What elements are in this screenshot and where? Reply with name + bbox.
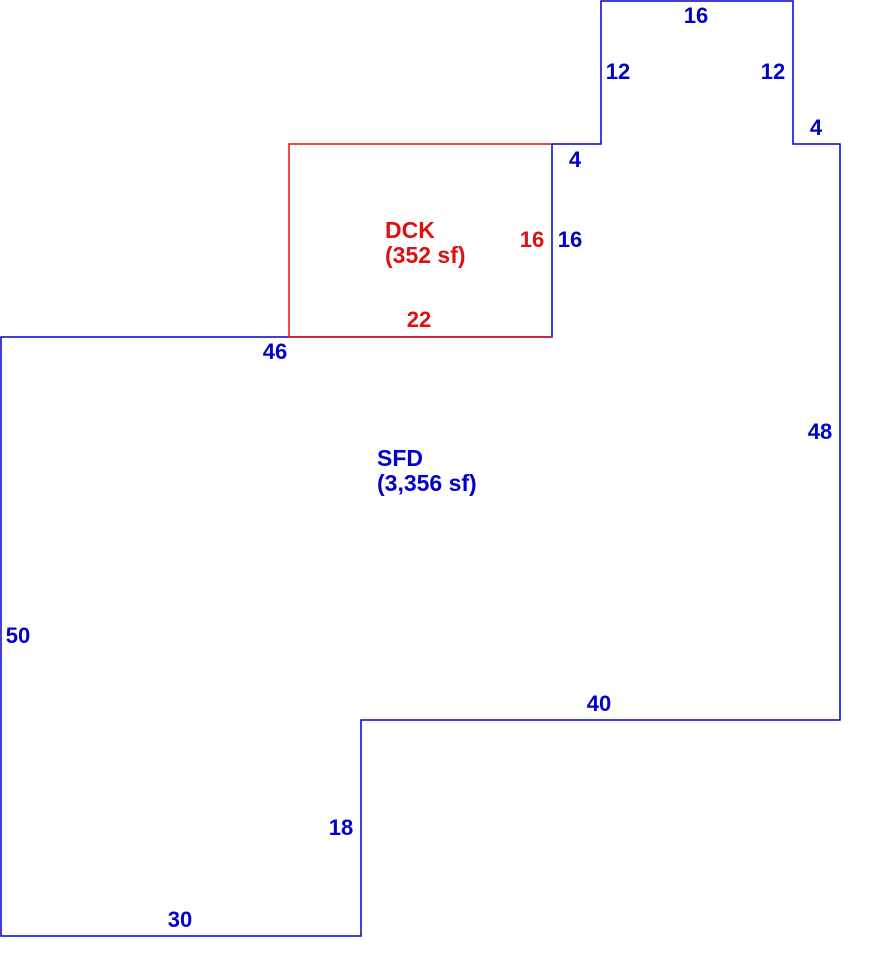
dim-sfd-bottom: 30 xyxy=(168,907,192,932)
dim-sfd-right: 48 xyxy=(808,419,832,444)
dim-sfd-inner-vertical: 18 xyxy=(329,815,353,840)
dim-sfd-top-left: 46 xyxy=(263,339,287,364)
dim-sfd-left: 50 xyxy=(6,623,30,648)
dim-sfd-bump-right: 12 xyxy=(761,59,785,84)
dck-area-size: (352 sf) xyxy=(385,242,466,268)
dim-sfd-bump-left: 12 xyxy=(606,59,630,84)
sfd-area-name: SFD xyxy=(377,445,423,471)
deck-outline xyxy=(288,143,552,338)
dim-sfd-step-left: 4 xyxy=(569,147,582,172)
sfd-area-size: (3,356 sf) xyxy=(377,470,477,496)
dim-sfd-top-bump: 16 xyxy=(684,3,708,28)
dim-sfd-notch: 16 xyxy=(558,227,582,252)
dim-sfd-step-right: 4 xyxy=(810,115,823,140)
dim-dck-right: 16 xyxy=(520,227,544,252)
dck-area-name: DCK xyxy=(385,217,435,243)
dim-sfd-middle: 40 xyxy=(587,691,611,716)
dim-dck-bottom: 22 xyxy=(407,307,431,332)
